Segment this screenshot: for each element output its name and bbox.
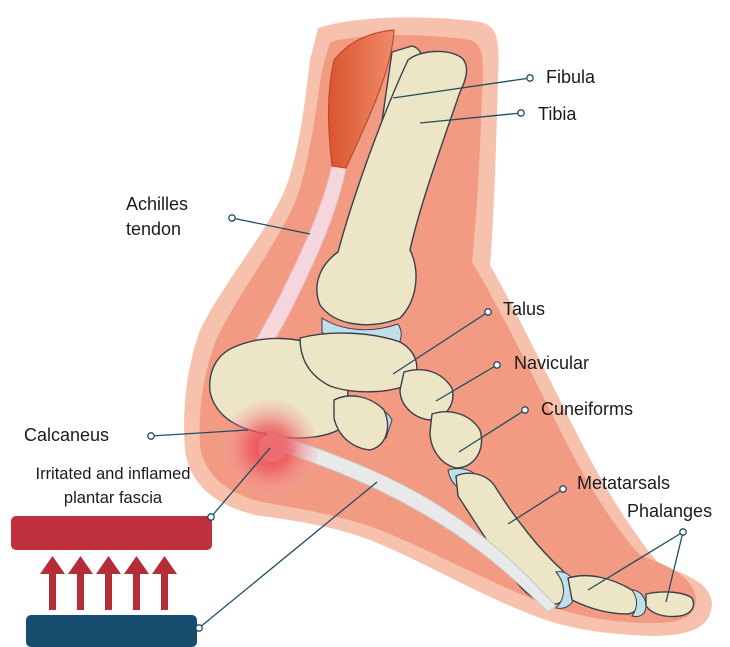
label-fibula: Fibula: [546, 66, 595, 88]
pressure-arrows: [40, 556, 177, 610]
label-cuneiforms: Cuneiforms: [541, 398, 633, 420]
label-achilles-line2: tendon: [126, 218, 181, 240]
label-fascia-line2: plantar fascia: [8, 487, 218, 509]
arrow-up-icon: [152, 556, 177, 610]
label-phalanges: Phalanges: [627, 500, 712, 522]
label-metatarsals: Metatarsals: [577, 472, 670, 494]
label-talus: Talus: [503, 298, 545, 320]
label-fascia-line1: Irritated and inflamed: [8, 463, 218, 485]
distal-phalanx: [646, 592, 694, 617]
arrow-up-icon: [68, 556, 93, 610]
support-insole-bar: [26, 615, 197, 647]
arrow-up-icon: [40, 556, 65, 610]
label-calcaneus: Calcaneus: [24, 424, 109, 446]
inflamed-pressure-bar: [11, 516, 212, 550]
label-tibia: Tibia: [538, 103, 576, 125]
label-navicular: Navicular: [514, 352, 589, 374]
label-achilles-line1: Achilles: [126, 193, 188, 215]
arrow-up-icon: [124, 556, 149, 610]
arrow-up-icon: [96, 556, 121, 610]
